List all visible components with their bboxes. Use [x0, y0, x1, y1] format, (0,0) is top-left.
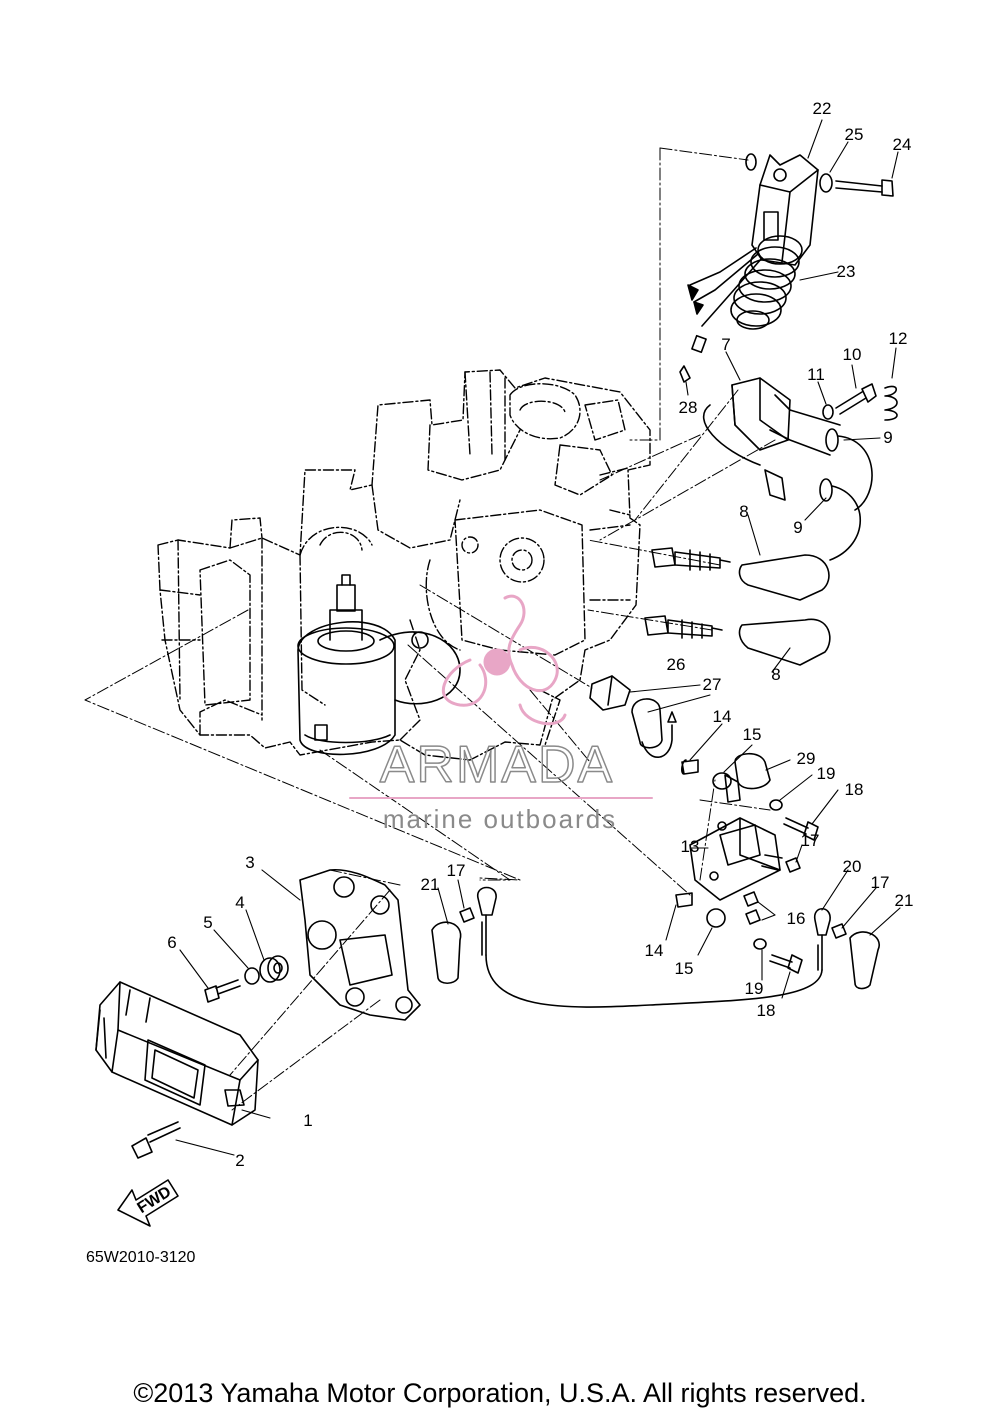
callout-12: 12 [889, 329, 908, 348]
callout-27: 27 [703, 675, 722, 694]
callout-18-lower: 18 [757, 1001, 776, 1020]
grommet-4 [259, 955, 289, 983]
washer-5 [244, 967, 260, 985]
callout-10: 10 [843, 345, 862, 364]
callout-6: 6 [167, 933, 176, 952]
washer-upper [745, 153, 757, 171]
terminal-left [477, 886, 497, 956]
callout-20: 20 [843, 857, 862, 876]
callout-9-lower: 9 [793, 518, 802, 537]
cdi-unit [95, 981, 259, 1126]
diagram-code: 65W2010-3120 [86, 1249, 196, 1266]
washer-11 [822, 404, 834, 420]
bolt-14-upper [681, 759, 699, 775]
callout-21-right: 21 [895, 891, 914, 910]
cover-21-left [431, 921, 462, 985]
cover-21-right [849, 931, 880, 990]
callout-8-upper: 8 [739, 502, 748, 521]
nut-17-left [459, 907, 475, 923]
terminal-20 [814, 907, 831, 971]
callout-18-upper: 18 [845, 780, 864, 799]
phantom-lines [84, 147, 776, 1111]
callout-2: 2 [235, 1151, 244, 1170]
relay-bracket-13 [689, 817, 783, 901]
starter-motor [297, 574, 461, 756]
relay-29 [724, 752, 771, 803]
callout-21-left: 21 [421, 875, 440, 894]
watermark-brand: ARMADA [380, 736, 614, 794]
callout-22: 22 [813, 99, 832, 118]
coiled-harness [730, 235, 803, 330]
callout-23: 23 [837, 262, 856, 281]
callout-17-right: 17 [871, 873, 890, 892]
plug-boot-9-upper [825, 428, 839, 452]
callout-24: 24 [893, 135, 912, 154]
callout-29: 29 [797, 749, 816, 768]
plug-boot-9-lower [819, 478, 833, 502]
clip-12 [884, 385, 898, 421]
callout-26: 26 [667, 655, 686, 674]
cap-27 [631, 698, 677, 759]
leader-lines [175, 119, 901, 1156]
gasket-3 [299, 868, 421, 1021]
spark-plug-lower [644, 615, 723, 639]
washer-25 [819, 173, 833, 193]
callout-9-upper: 9 [883, 428, 892, 447]
callout-14-upper: 14 [713, 707, 732, 726]
callout-8-lower: 8 [771, 665, 780, 684]
plug-cap-8-upper [738, 554, 830, 601]
ignition-unit [679, 154, 819, 383]
watermark-tagline: marine outboards [383, 804, 617, 834]
ignition-coil [703, 377, 841, 501]
callout-25: 25 [845, 125, 864, 144]
bolt-6 [204, 979, 241, 1003]
grommet-15-upper [712, 772, 732, 790]
engine-block-outline [157, 369, 651, 761]
spark-plug-upper [651, 547, 731, 571]
fwd-arrow-icon [117, 1179, 179, 1227]
bolt-24 [835, 179, 894, 197]
bolt-14-lower [675, 892, 693, 908]
bolt-2 [131, 1121, 181, 1159]
washer-19-upper [769, 799, 783, 811]
callout-13: 13 [681, 837, 700, 856]
callout-28: 28 [679, 398, 698, 417]
bolt-18-upper [783, 817, 819, 841]
callout-5: 5 [203, 913, 212, 932]
battery-cable [485, 954, 823, 1008]
callout-15-upper: 15 [743, 725, 762, 744]
bolt-18-lower [769, 954, 803, 974]
watermark [441, 594, 567, 726]
callout-19-lower: 19 [745, 979, 764, 998]
washer-19-lower [753, 938, 767, 950]
callout-11: 11 [807, 365, 825, 384]
nut-16-b [745, 909, 761, 925]
nut-16-a [743, 891, 759, 907]
part-callouts: 22 25 24 23 12 10 7 11 28 9 8 9 26 27 8 … [167, 99, 913, 1170]
nut-17-relay [785, 857, 801, 873]
callout-19-upper: 19 [817, 764, 836, 783]
callout-1: 1 [303, 1111, 312, 1130]
callout-17-relay: 17 [801, 831, 820, 850]
callout-4: 4 [235, 893, 244, 912]
callout-16: 16 [787, 909, 806, 928]
callout-17-left: 17 [447, 861, 466, 880]
callout-7: 7 [721, 335, 730, 354]
watermark-propeller-icon [441, 594, 567, 726]
grommet-15-lower [706, 908, 726, 928]
plug-cap-8-lower [738, 618, 831, 666]
copyright-notice: ©2013 Yamaha Motor Corporation, U.S.A. A… [133, 1378, 867, 1408]
bolt-10 [835, 383, 877, 415]
callout-14-lower: 14 [645, 941, 664, 960]
switch-26 [589, 675, 631, 711]
callout-15-lower: 15 [675, 959, 694, 978]
callout-3: 3 [245, 853, 254, 872]
nut-17-right [831, 923, 847, 939]
